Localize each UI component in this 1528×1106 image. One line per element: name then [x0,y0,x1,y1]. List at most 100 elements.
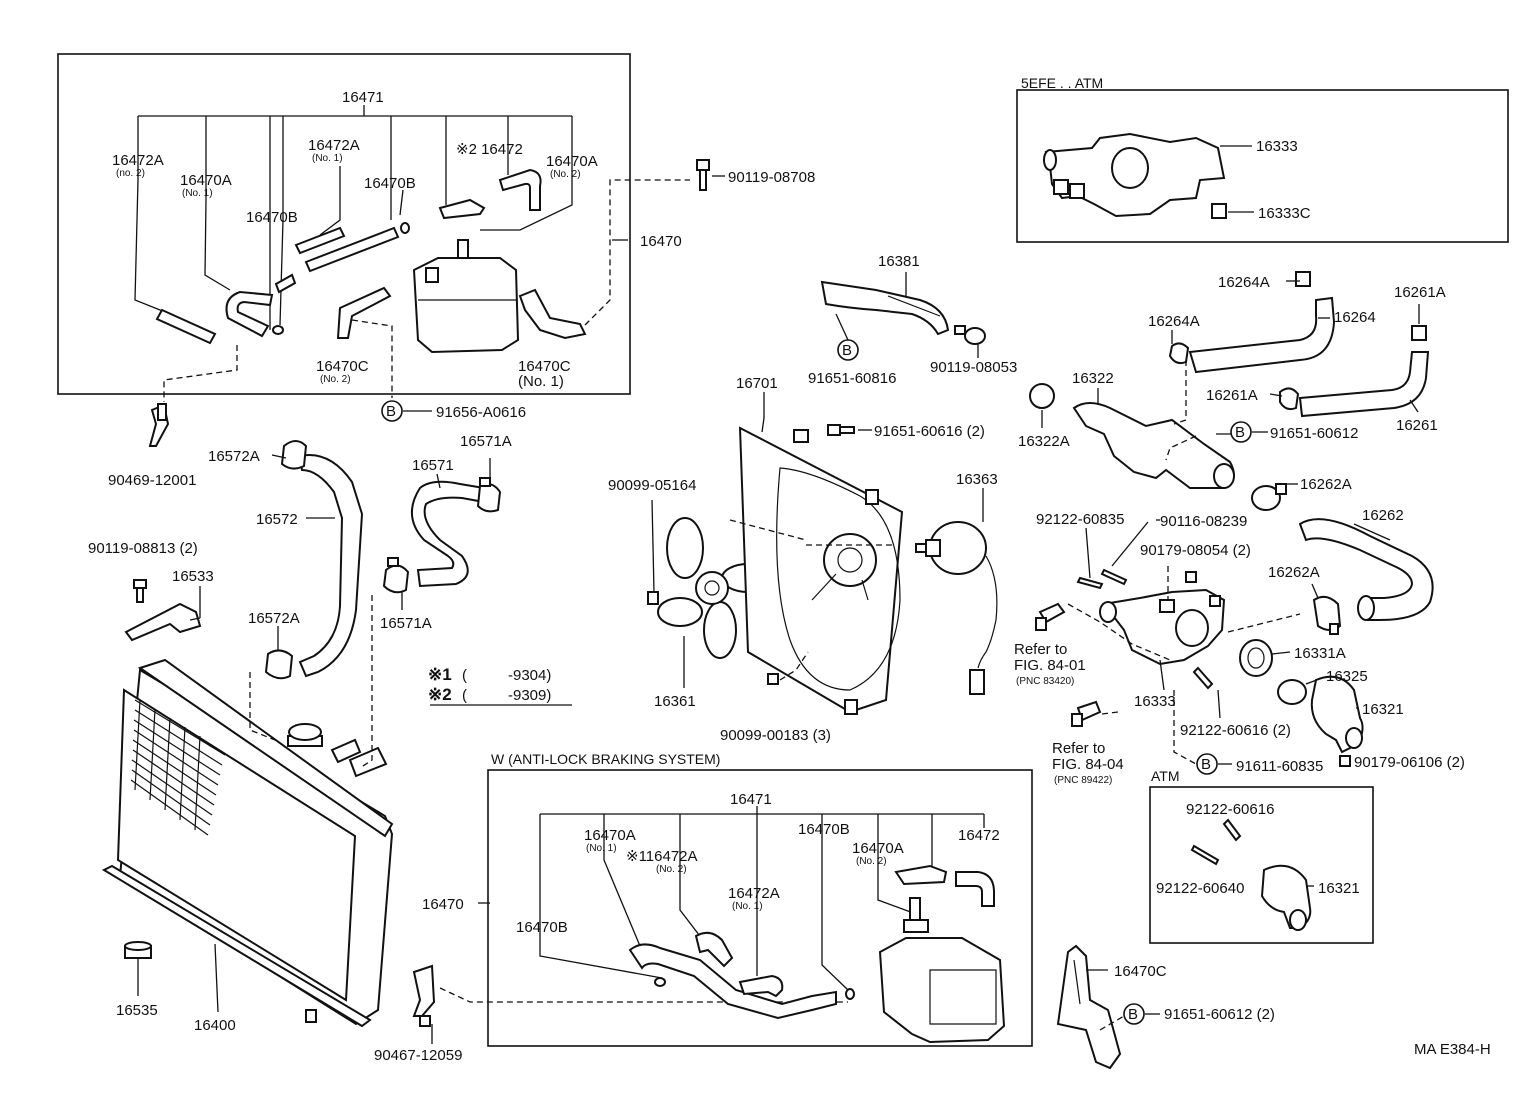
bracket-16470C-no2 [336,286,392,339]
efe-box [1016,89,1509,243]
label-16470A-abs-no1: 16470A [584,827,636,844]
reservoir-tank [412,239,520,354]
stud-92122-60640 [1190,844,1220,866]
label-91611-60835: 91611-60835 [1236,758,1323,775]
bracket-16470C-bottom [1056,944,1122,1070]
hose-16261 [1279,325,1430,418]
bolt-90179-06106 [1339,755,1351,767]
label-92122-60640: 92122-60640 [1156,880,1244,897]
label-16472A-no2: 16472A [112,152,164,169]
label-16262A-b: 16262A [1268,564,1320,581]
hose-16262 [1298,518,1434,621]
atm-box-title: ATM [1151,768,1180,784]
label-91656: 91656-A0616 [436,404,526,421]
label-16333: 16333 [1134,693,1176,710]
note1-mark: ※1 [428,665,452,684]
label-16472-abs: 16472 [958,827,1000,844]
label-16325: 16325 [1326,668,1368,685]
b-marker-91611-60835: B [1196,753,1218,775]
label-16363: 16363 [956,471,998,488]
label-91651-60612-a: 91651-60612 [1270,425,1358,442]
label-16470A-no2: 16470A [546,153,598,170]
label-16264: 16264 [1334,309,1376,326]
label-16470-abs: 16470 [422,896,464,913]
label-90099-05164: 90099-05164 [608,477,696,494]
sensor-ref-84-01 [1035,602,1066,631]
b-marker-91651-60612-a: B [1230,421,1252,443]
label-16333-efe: 16333 [1256,138,1298,155]
label-16322: 16322 [1072,370,1114,387]
label-16400: 16400 [194,1017,236,1034]
radiator-16400 [101,658,394,1028]
inlet-16321-atm [1260,864,1312,931]
bolt-90119-08053 [954,325,986,345]
label-16472A-abs-no1-sub: (No. 1) [732,901,763,912]
label-92122-60835: 92122-60835 [1036,511,1124,528]
label-16470A-abs-no2-sub: (No. 2) [856,856,887,867]
label-16470A-no2-sub: (No. 2) [550,169,581,180]
label-16572: 16572 [256,511,298,528]
label-16535: 16535 [116,1002,158,1019]
label-90119-08813: 90119-08813 (2) [88,540,198,557]
abs-hoses [628,864,995,1020]
hose-16264 [1168,271,1336,374]
svg-text:B: B [386,403,396,420]
svg-text:B: B [1201,756,1211,773]
label-90116-08239: 90116-08239 [1160,513,1247,530]
label-16261: 16261 [1396,417,1438,434]
inlet-16321 [1310,675,1364,754]
label-refer1-pnc: (PNC 83420) [1016,676,1074,687]
label-refer1b: FIG. 84-01 [1014,657,1086,674]
label-16470B-b: 16470B [246,209,298,226]
sensor-ref-84-04 [1071,700,1102,727]
gasket-16331A [1239,639,1273,677]
label-16470B-abs: 16470B [798,821,850,838]
label-91651-60612-b: 91651-60612 (2) [1164,1006,1275,1023]
label-92122-60616b: 92122-60616 [1186,801,1274,818]
label-16470C-no2: 16470C [316,358,369,375]
label-116472A-abs: ※116472A [626,848,698,865]
label-16381: 16381 [878,253,920,270]
label-16471-top: 16471 [342,89,384,106]
abs-leader-lines [478,806,985,991]
sensor-16333C [1211,203,1227,219]
label-16264A-b: 16264A [1148,313,1200,330]
clamp-90467-12059 [412,964,436,1027]
label-16571: 16571 [412,457,454,474]
label-refer1: Refer to [1014,641,1067,658]
label-16470C-no2-sub: (No. 2) [320,374,351,385]
label-16261A-a: 16261A [1394,284,1446,301]
b-marker-91656: B [381,400,403,422]
top-left-hoses [155,168,542,345]
note2: -9309) [508,687,551,704]
bracket-16470C-no1 [518,179,690,340]
note1-paren: ( [462,667,467,684]
drain-plug-16535 [124,941,152,959]
clamp-16262A [1251,483,1287,511]
fan-motor-16363 [915,521,998,695]
svg-text:B: B [1128,1006,1138,1023]
svg-text:B: B [842,342,852,359]
label-16470A-abs-no2: 16470A [852,840,904,857]
b-marker-91651-60612-b: B [1123,1003,1145,1025]
label-116472A-abs-sub: (No. 2) [656,864,687,875]
label-16262A-a: 16262A [1300,476,1352,493]
label-90119-08053: 90119-08053 [930,359,1017,376]
radiator-fins [130,699,226,836]
label-16472A-no1-sub: (No. 1) [312,153,343,164]
label-16470C-no1-sub: (No. 1) [518,373,564,390]
note2-mark: ※2 [428,685,452,704]
label-16322A: 16322A [1018,433,1070,450]
label-16572A-bot: 16572A [248,610,300,627]
note1: -9304) [508,667,551,684]
label-91651-60816: 91651-60816 [808,370,896,387]
label-90467: 90467-12059 [374,1047,462,1064]
atm-box [1149,786,1374,944]
housing-16333-efe [1043,132,1226,218]
label-16472A-no1: 16472A [308,137,360,154]
stud-92122-60616-a [1192,666,1214,690]
label-16472-top: ※2 16472 [456,141,523,158]
label-16321-atm: 16321 [1318,880,1360,897]
label-16470B-a: 16470B [364,175,416,192]
outlet-16322 [1072,402,1235,489]
